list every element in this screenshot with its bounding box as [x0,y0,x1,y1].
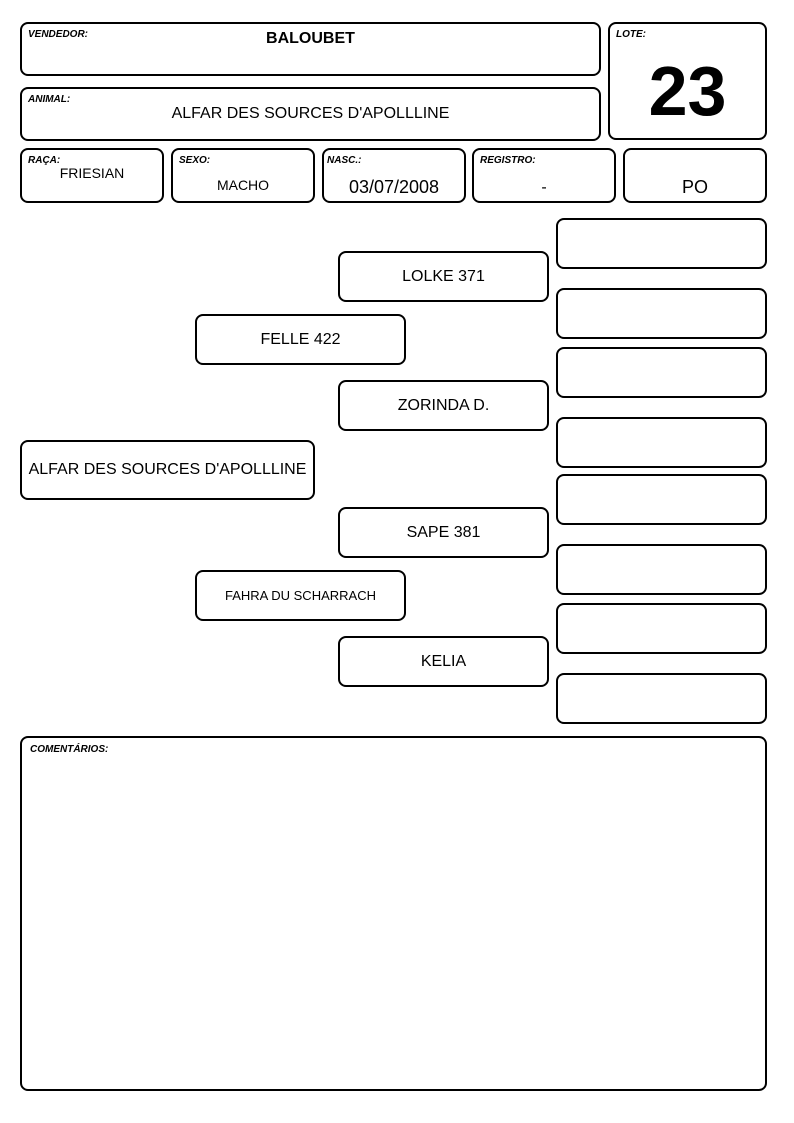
pedigree-gen4-box [556,544,767,595]
raca-value: FRIESIAN [59,165,125,181]
comments-label: COMENTÁRIOS: [30,744,109,755]
nasc-value: 03/07/2008 [348,177,440,197]
vendedor-box: VENDEDOR: BALOUBET [20,22,601,76]
nasc-label: NASC.: [327,155,362,166]
lote-number: 23 [648,52,727,130]
raca-label: RAÇA: [28,155,61,166]
sexo-box: SEXO: MACHO [171,148,315,203]
registro-value: - [541,179,547,196]
animal-label: ANIMAL: [28,94,71,105]
sexo-label: SEXO: [179,155,211,166]
animal-value: ALFAR DES SOURCES D'APOLLLINE [171,105,450,122]
pedigree-dam-dam: KELIA [338,636,549,687]
animal-box: ANIMAL: ALFAR DES SOURCES D'APOLLLINE [20,87,601,141]
lote-label: LOTE: [616,29,646,40]
nasc-box: NASC.: 03/07/2008 [322,148,466,203]
pedigree-gen4-box [556,474,767,525]
pedigree-gen4-box [556,218,767,269]
tipo-value: PO [681,177,708,197]
pedigree-sire: FELLE 422 [195,314,406,365]
pedigree-dam-sire: SAPE 381 [338,507,549,558]
pedigree-dam: FAHRA DU SCHARRACH [195,570,406,621]
pedigree-sire-sire: LOLKE 371 [338,251,549,302]
tipo-box: PO [623,148,767,203]
raca-box: RAÇA: FRIESIAN [20,148,164,203]
sexo-value: MACHO [216,177,270,193]
pedigree-gen4-box [556,673,767,724]
pedigree-gen4-box [556,603,767,654]
pedigree-gen4-box [556,417,767,468]
pedigree-subject: ALFAR DES SOURCES D'APOLLLINE [20,440,315,500]
vendedor-label: VENDEDOR: [28,29,89,40]
pedigree-sire-dam: ZORINDA D. [338,380,549,431]
pedigree-gen4-box [556,347,767,398]
comments-box: COMENTÁRIOS: [20,736,767,1091]
registro-box: REGISTRO: - [472,148,616,203]
vendedor-value: BALOUBET [266,30,355,47]
lote-box: LOTE: 23 [608,22,767,140]
registro-label: REGISTRO: [480,155,536,166]
pedigree-gen4-box [556,288,767,339]
